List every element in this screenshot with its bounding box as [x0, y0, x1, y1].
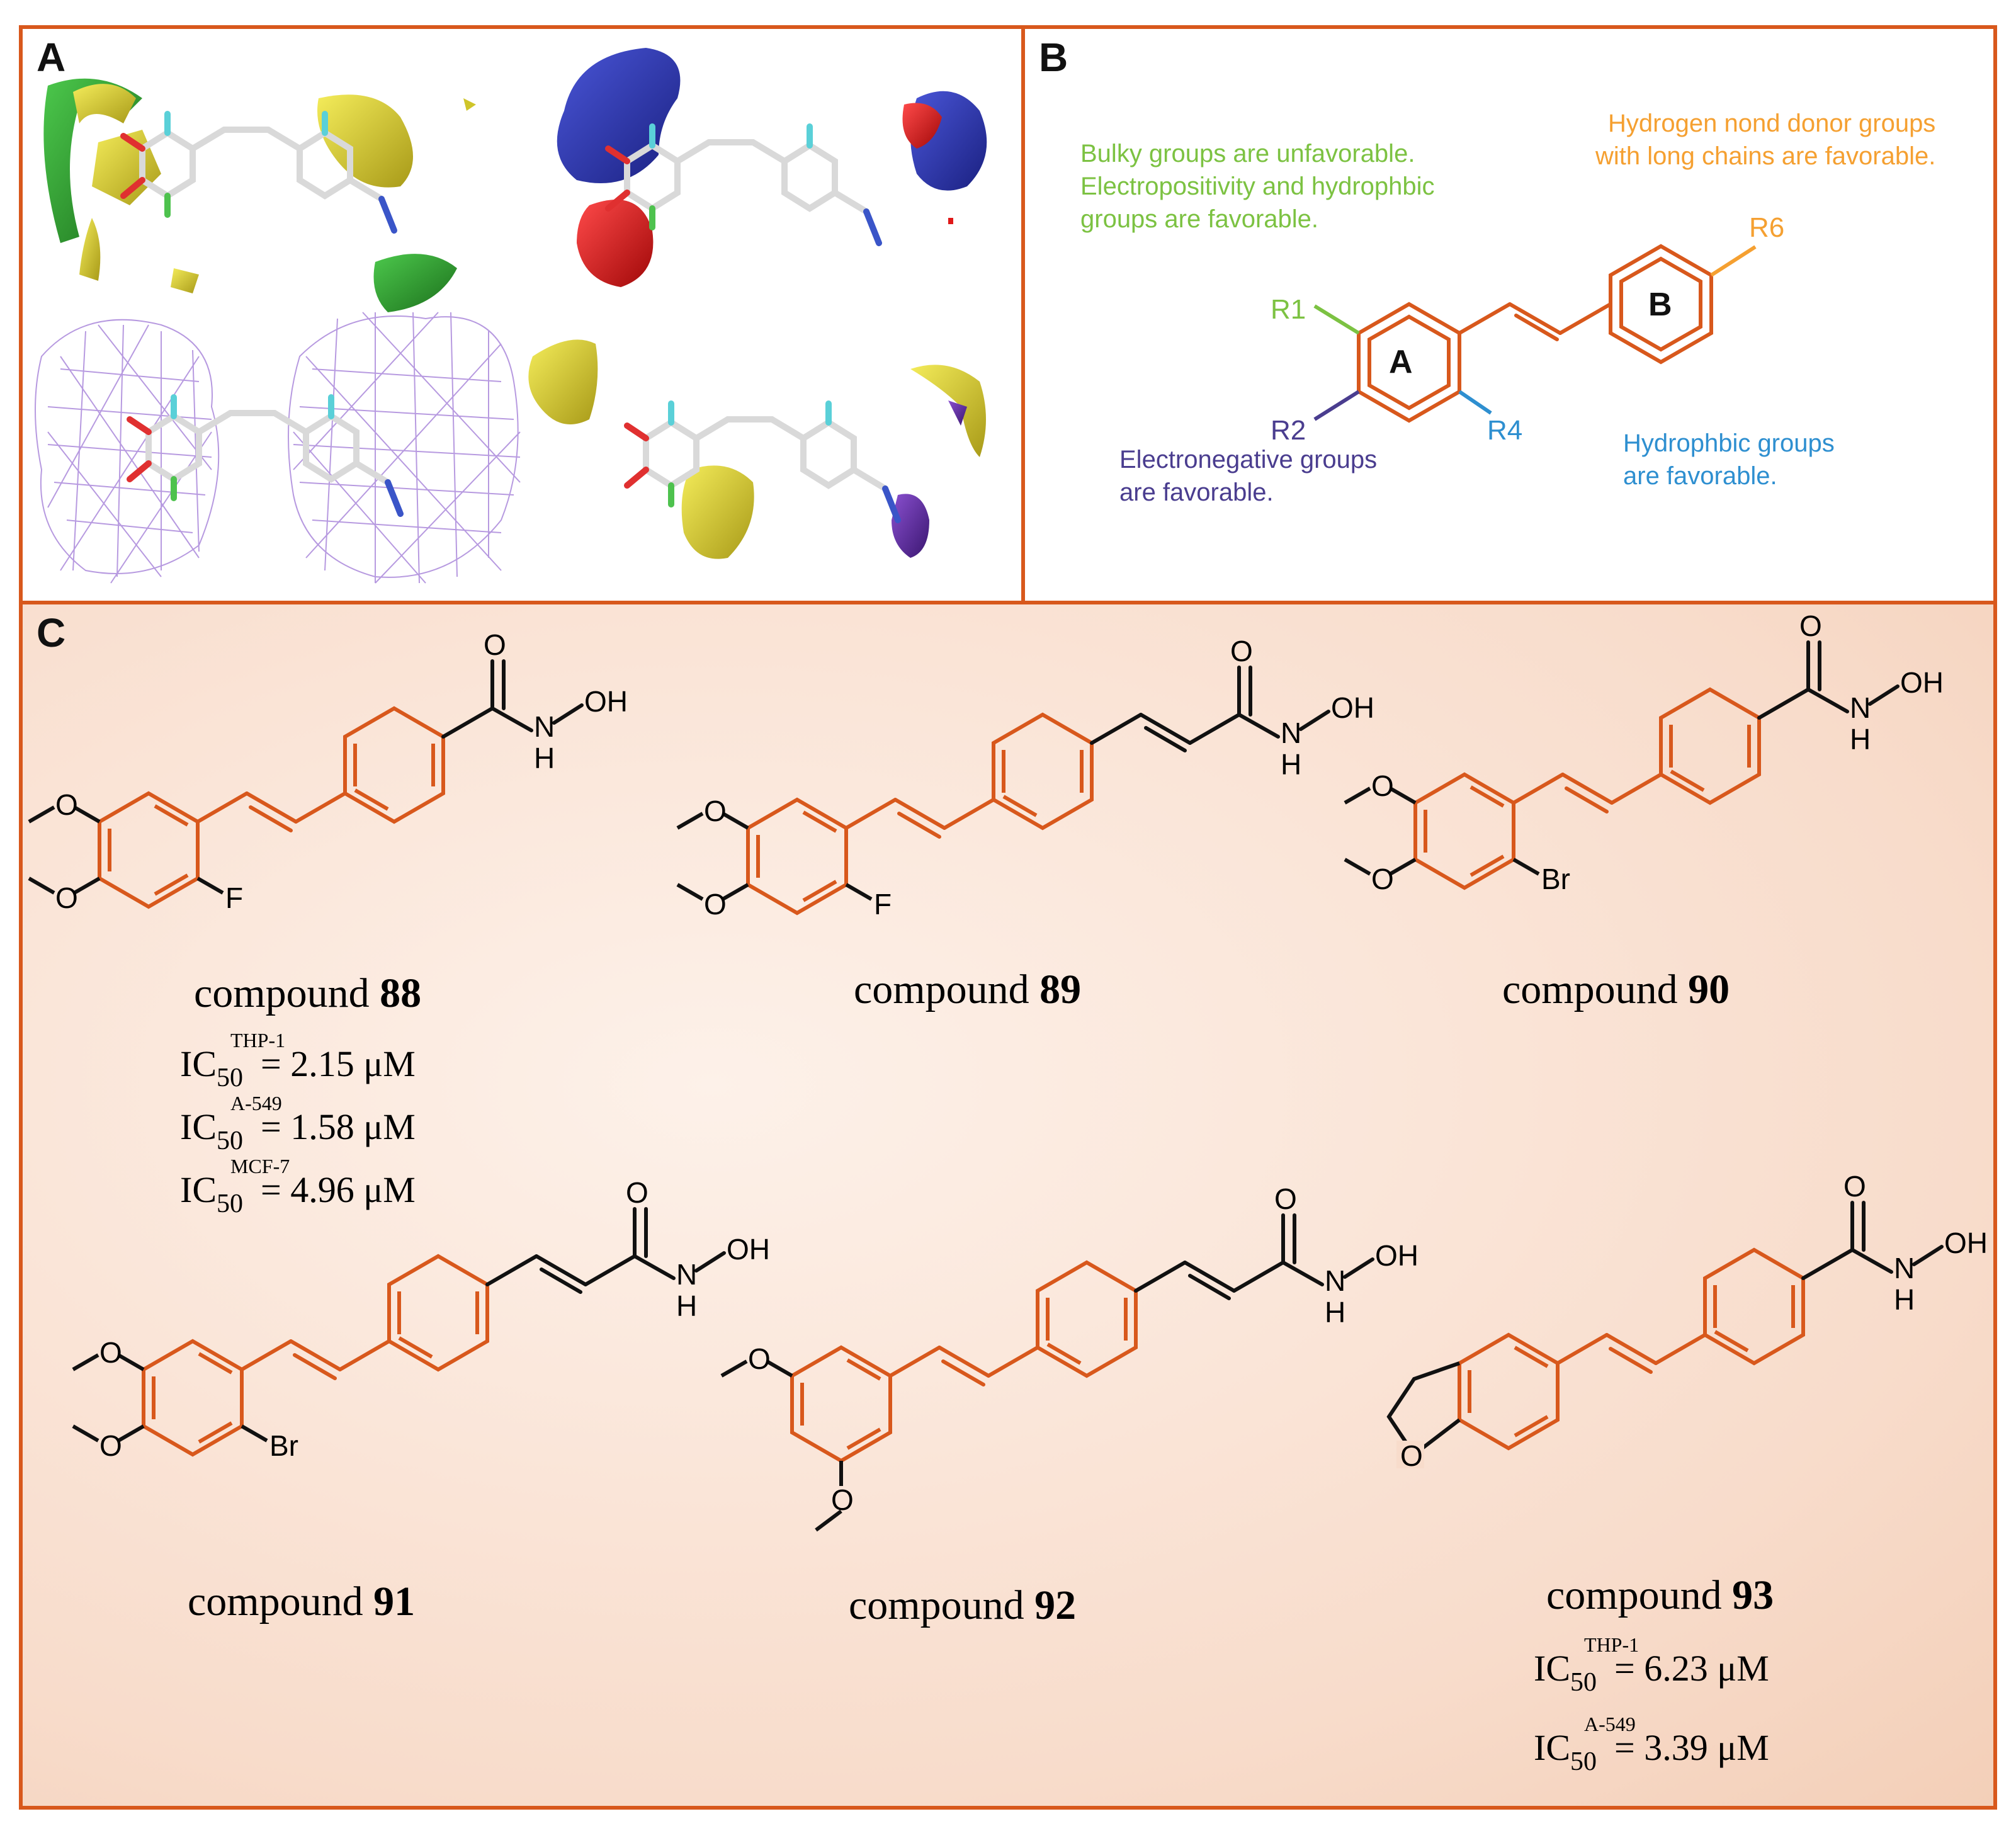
panel-b: B Bulky groups are unfavorable. Electrop… [1021, 25, 1997, 604]
r1-label: R1 [1271, 294, 1306, 325]
panel-c: C [19, 601, 1997, 1810]
ring-a-label: A [1389, 344, 1413, 380]
svg-text:OH: OH [1900, 666, 1944, 699]
hydrogen-bond-field-map [35, 312, 521, 584]
svg-text:Br: Br [269, 1429, 298, 1462]
r2-label: R2 [1271, 415, 1306, 446]
svg-text:O: O [1843, 1170, 1866, 1203]
svg-text:OH: OH [1944, 1227, 1988, 1259]
structure-compound-89: O O F O N H OH [676, 635, 1374, 921]
svg-text:OH: OH [584, 685, 628, 718]
compound-93-ic50-thp1: IC50 THP-1= 6.23 μM [1534, 1633, 1769, 1697]
note-hbond-donor: Hydrogen nond donor groups with long cha… [1595, 110, 1936, 170]
structure-compound-90: O O Br O N H OH [1344, 610, 1944, 895]
svg-text:F: F [225, 882, 243, 914]
svg-text:O: O [99, 1336, 122, 1369]
svg-text:H: H [1850, 723, 1871, 756]
ring-b-label: B [1648, 286, 1672, 323]
svg-text:H: H [1281, 748, 1301, 781]
hydrophobic-field-map [528, 339, 986, 559]
svg-text:O: O [484, 628, 506, 661]
compound-89-name: compound 89 [854, 967, 1082, 1012]
compound-91-name: compound 91 [188, 1579, 416, 1625]
svg-text:F: F [874, 888, 892, 921]
steric-field-map [43, 78, 476, 312]
compound-92-name: compound 92 [849, 1582, 1077, 1628]
note-steric-electrostatic: Bulky groups are unfavorable. Electropos… [1080, 140, 1435, 233]
compound-93-ic50-a549: IC50 A-549= 3.39 μM [1534, 1713, 1769, 1776]
svg-text:O: O [1400, 1439, 1423, 1472]
compound-88-ic50-thp1: IC50 THP-1= 2.15 μM [180, 1029, 416, 1092]
compound-structures: O O F O N H OH O O F O N H OH [28, 610, 1988, 1532]
svg-text:N: N [1325, 1264, 1345, 1297]
svg-text:OH: OH [1375, 1239, 1419, 1272]
svg-text:O: O [1799, 610, 1822, 642]
svg-text:N: N [676, 1258, 697, 1291]
svg-text:H: H [534, 742, 555, 774]
svg-text:O: O [831, 1483, 854, 1516]
svg-text:O: O [1371, 863, 1394, 895]
panel-c-label: C [37, 610, 66, 655]
svg-text:H: H [676, 1290, 697, 1322]
r4-label: R4 [1487, 415, 1522, 446]
svg-text:O: O [704, 795, 727, 827]
svg-text:O: O [704, 888, 727, 921]
svg-text:O: O [99, 1429, 122, 1462]
panel-a: A [19, 25, 1025, 604]
svg-text:O: O [55, 788, 78, 821]
note-hydrophobic: Hydrophbic groups are favorable. [1623, 429, 1835, 490]
ligand-stick-model [120, 111, 397, 234]
svg-text:N: N [1894, 1252, 1915, 1284]
svg-text:Br: Br [1541, 863, 1570, 895]
svg-text:O: O [748, 1342, 771, 1375]
svg-text:O: O [1371, 769, 1394, 802]
structure-compound-91: O O Br O N H OH [72, 1176, 770, 1462]
svg-text:O: O [1230, 635, 1253, 667]
compound-88-ic50-a549: IC50 A-549= 1.58 μM [180, 1092, 416, 1155]
svg-text:H: H [1894, 1283, 1915, 1316]
electrostatic-field-map [557, 48, 987, 287]
panel-b-label: B [1039, 35, 1068, 80]
compound-90-name: compound 90 [1502, 967, 1730, 1012]
compound-88-name: compound 88 [194, 970, 422, 1016]
svg-text:N: N [1850, 691, 1871, 724]
svg-text:OH: OH [1331, 691, 1374, 724]
svg-text:N: N [534, 710, 555, 743]
panel-a-label: A [37, 35, 66, 80]
svg-text:O: O [1274, 1182, 1297, 1215]
structure-compound-92: O O O N H OH [720, 1182, 1419, 1532]
note-electronegative: Electronegative groups are favorable. [1119, 446, 1378, 506]
svg-text:OH: OH [727, 1233, 770, 1266]
svg-text:H: H [1325, 1296, 1345, 1329]
compound-93-name: compound 93 [1546, 1572, 1774, 1618]
compound-88-ic50-mcf7: IC50 MCF-7= 4.96 μM [180, 1155, 416, 1218]
svg-text:O: O [55, 882, 78, 914]
svg-text:N: N [1281, 717, 1301, 749]
3d-qsar-contour-maps [35, 48, 987, 584]
pharmacophore-scaffold: A B R1 R2 R4 R6 [1271, 212, 1784, 446]
structure-compound-88: O O F O N H OH [28, 628, 628, 914]
structure-compound-93: O O N H OH [1386, 1170, 1988, 1472]
r6-label: R6 [1749, 212, 1784, 243]
svg-text:O: O [626, 1176, 648, 1209]
